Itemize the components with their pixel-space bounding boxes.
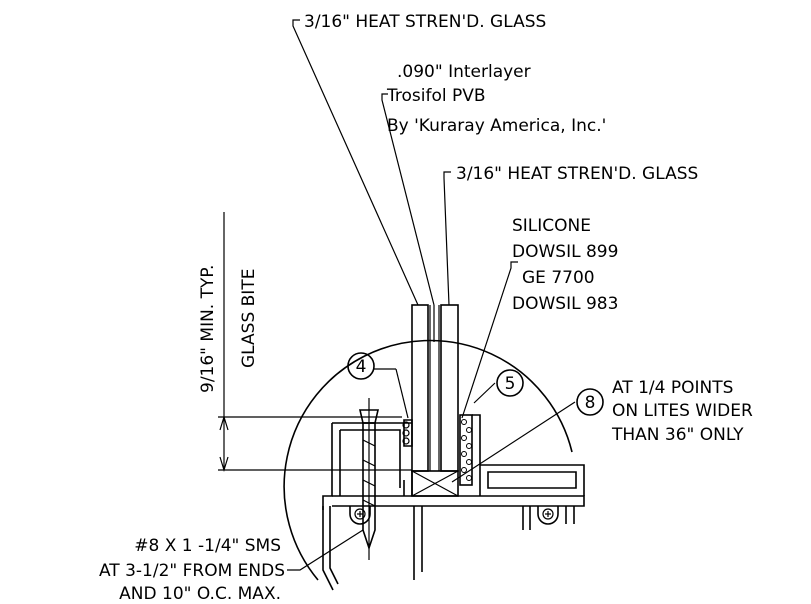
gasket (402, 419, 413, 447)
glass-lites (411, 304, 459, 472)
silicone-bead (459, 414, 473, 486)
screw-note-1: #8 X 1 -1/4" SMS (134, 536, 281, 556)
setting-note-2: ON LITES WIDER (612, 401, 753, 421)
setting-block (411, 470, 459, 497)
setting-note-3: THAN 36" ONLY (611, 425, 744, 445)
leader-lines (287, 19, 576, 571)
interlayer-label-2: Trosifol PVB (386, 86, 486, 106)
interlayer-label-3: By 'Kuraray America, Inc.' (387, 116, 606, 136)
screw-boss-right (537, 506, 559, 525)
interlayer-label-1: .090" Interlayer (397, 62, 531, 82)
glass-inner-label: 3/16" HEAT STREN'D. GLASS (456, 164, 698, 184)
glass-outer-label: 3/16" HEAT STREN'D. GLASS (304, 12, 546, 32)
detail-circle (283, 339, 573, 581)
svg-text:8: 8 (585, 393, 596, 413)
svg-text:5: 5 (505, 374, 516, 394)
bite-dimension (218, 212, 412, 473)
callout-8: 8 (576, 388, 604, 416)
silicone-label-2: DOWSIL 899 (512, 242, 618, 262)
callout-4: 4 (347, 352, 375, 380)
screw-boss-left (349, 506, 371, 525)
silicone-label-4: DOWSIL 983 (512, 294, 618, 314)
frame-extrusion (322, 414, 585, 591)
glass-bite-label: GLASS BITE (239, 269, 259, 368)
silicone-label-1: SILICONE (512, 216, 591, 236)
setting-note-1: AT 1/4 POINTS (612, 378, 733, 398)
silicone-label-3: GE 7700 (522, 268, 595, 288)
screw-note-2: AT 3-1/2" FROM ENDS (99, 561, 285, 581)
screw-note-3: AND 10" O.C. MAX. (119, 584, 281, 604)
screw (358, 398, 380, 560)
bite-dimension-label: 9/16" MIN. TYP. (198, 265, 218, 393)
callout-5: 5 (496, 369, 524, 397)
svg-text:4: 4 (356, 357, 367, 377)
